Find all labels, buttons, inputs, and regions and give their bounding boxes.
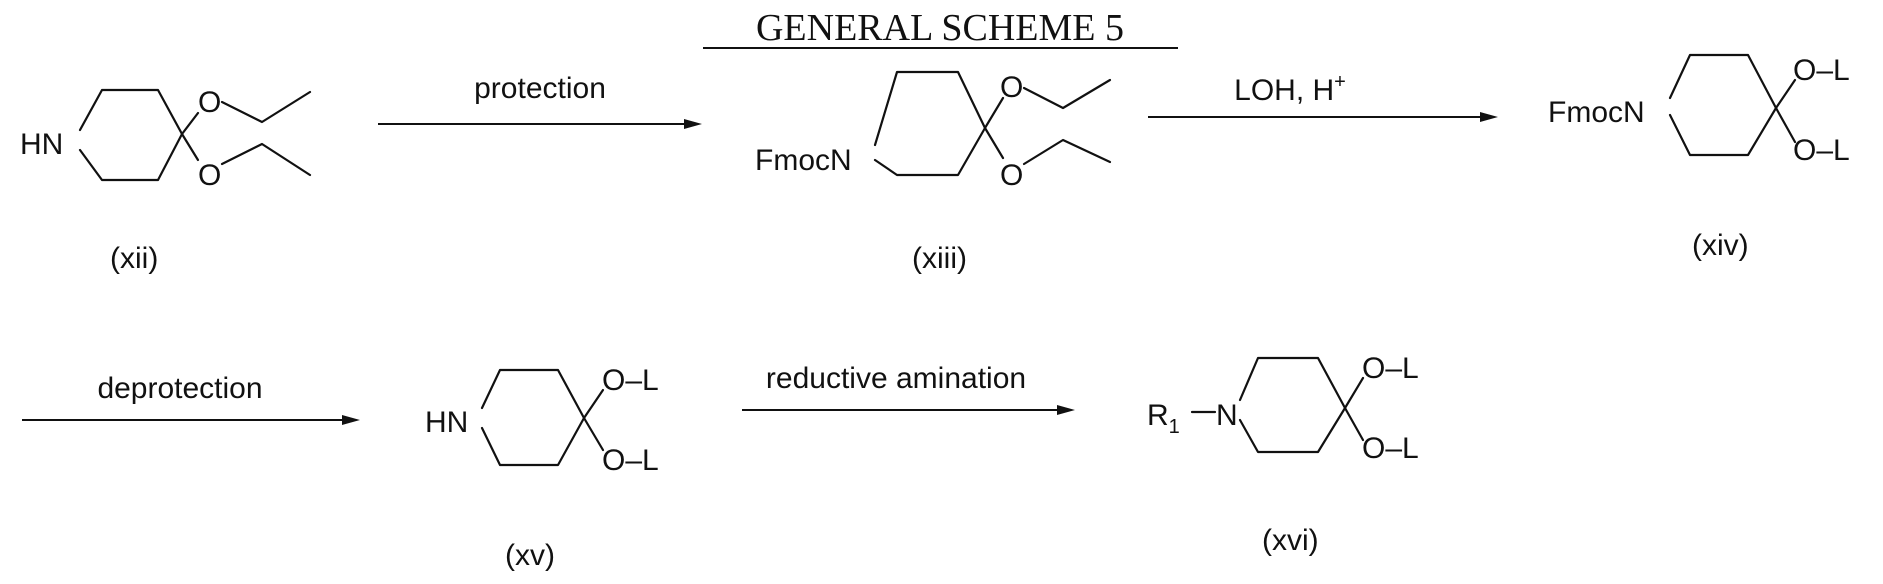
compound-xvi-nitrogen: N — [1216, 399, 1238, 432]
compound-xiv-ol-top: O–L — [1793, 54, 1850, 87]
compound-xiii-oxygen-top: O — [1000, 71, 1023, 104]
compound-xii-oxygen-top: O — [198, 86, 221, 119]
compound-xvi-ring — [1240, 358, 1345, 452]
compound-xiii-n-fmoc: FmocN — [755, 144, 852, 177]
compound-xv-amine: HN — [425, 406, 468, 439]
compound-xii-label: (xii) — [110, 242, 158, 275]
reaction-arrow-reductive-amination: reductive amination — [742, 362, 1075, 415]
reagent-reductive-amination: reductive amination — [766, 362, 1026, 395]
reagent-protection: protection — [474, 72, 606, 105]
compound-xv-ol-bottom: O–L — [602, 444, 659, 477]
compound-xvi-ol-bottom: O–L — [1362, 432, 1419, 465]
compound-xiii-oxygen-bottom: O — [1000, 159, 1023, 192]
compound-xii-amine: HN — [20, 128, 63, 161]
compound-xvi-r1-group: R1 — [1147, 399, 1180, 438]
compound-xiv-ring — [1670, 55, 1776, 155]
reaction-arrow-deprotection: deprotection — [22, 372, 360, 425]
compound-xvi: R1 N O–L O–L (xvi) — [1147, 352, 1419, 557]
compound-xiv-ol-bottom: O–L — [1793, 134, 1850, 167]
compound-xii-ring — [80, 90, 182, 180]
compound-xiv-n-fmoc: FmocN — [1548, 96, 1645, 129]
reaction-arrow-protection: protection — [378, 72, 702, 129]
compound-xiv-label: (xiv) — [1692, 229, 1749, 262]
compound-xii: HN O O (xii) — [20, 86, 310, 275]
reagent-deprotection: deprotection — [97, 372, 262, 405]
reagent-loh-acid: LOH, H+ — [1234, 71, 1346, 107]
compound-xvi-ol-top: O–L — [1362, 352, 1419, 385]
compound-xiv: FmocN O–L O–L (xiv) — [1548, 54, 1850, 262]
scheme-title: GENERAL SCHEME 5 — [756, 7, 1124, 49]
compound-xiii: FmocN O O (xiii) — [755, 71, 1110, 275]
compound-xv: HN O–L O–L (xv) — [425, 364, 659, 572]
compound-xiii-label: (xiii) — [912, 242, 967, 275]
compound-xv-label: (xv) — [505, 539, 555, 572]
compound-xiii-ring — [875, 72, 985, 175]
reaction-arrow-loh: LOH, H+ — [1148, 71, 1498, 122]
compound-xv-ol-top: O–L — [602, 364, 659, 397]
compound-xv-ring — [482, 370, 584, 465]
compound-xvi-label: (xvi) — [1262, 524, 1319, 557]
compound-xii-oxygen-bottom: O — [198, 159, 221, 192]
